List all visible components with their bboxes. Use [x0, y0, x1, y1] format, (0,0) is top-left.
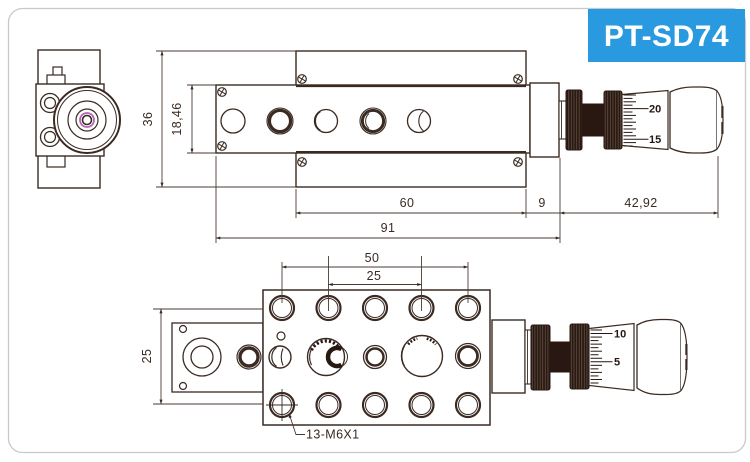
micrometer-top: 20 15 [558, 86, 724, 154]
dim-micrometer-length: 42,92 [624, 196, 657, 210]
dim-row-spacing: 25 [140, 349, 154, 364]
knurled-lock-ring [530, 324, 551, 391]
screw-head [217, 87, 227, 97]
dim-hole-span: 50 [365, 251, 380, 265]
dim-total-length: 91 [381, 221, 396, 235]
spindle-shaft [581, 103, 605, 137]
thread-leader-line [288, 413, 305, 435]
dim-plate-height: 18,46 [170, 102, 184, 135]
plate-holes [220, 107, 432, 135]
micrometer-knob [669, 86, 718, 154]
crescent-ring-hole [362, 344, 388, 370]
badge-label: PT-SD74 [604, 20, 729, 53]
middle-row-features [268, 331, 482, 378]
spindle-shaft [549, 341, 571, 373]
graduated-barrel [588, 322, 635, 392]
dim-hole-pitch: 25 [367, 269, 382, 283]
knurled-thimble-ring [569, 323, 590, 390]
scale-number: 10 [614, 329, 626, 341]
bottom-view: 10 5 50 25 25 13-M6X1 [140, 251, 688, 442]
screw-head [513, 157, 523, 167]
page-border [7, 7, 747, 454]
scale-number: 15 [649, 134, 661, 146]
knurled-thimble-ring [603, 90, 623, 150]
screw-head [297, 157, 307, 167]
top-view-dimensions: 36 18,46 60 9 42,92 91 [141, 50, 719, 243]
dim-base-width: 60 [400, 196, 415, 210]
dim-base-height: 36 [141, 112, 155, 127]
top-view: 20 15 36 18,46 60 9 42,92 [141, 50, 724, 243]
scale-number: 5 [614, 357, 620, 369]
magenta-ring [79, 112, 95, 128]
end-view [35, 49, 121, 189]
dim-gap: 9 [538, 196, 545, 210]
micrometer-scale-ticks [590, 329, 613, 384]
ring-hole [454, 342, 482, 370]
hole-row-bottom [266, 389, 482, 421]
graduated-barrel [621, 89, 669, 151]
screw-head [217, 141, 227, 151]
badge-background [588, 9, 745, 62]
scale-number: 20 [649, 104, 661, 116]
screw-head [297, 74, 307, 84]
ball-detent [268, 345, 292, 369]
large-through-hole [400, 334, 444, 378]
knob-end-view [53, 86, 121, 154]
micrometer-knob [636, 318, 682, 396]
thread-label: 13-M6X1 [306, 428, 360, 442]
knurled-lock-ring [565, 89, 583, 151]
bottom-view-dimensions: 50 25 25 13-M6X1 [140, 251, 469, 442]
knurled-screw-hole [306, 337, 348, 377]
pt-sd74-badge: PT-SD74 [588, 9, 745, 62]
micrometer-bottom: 10 5 [491, 318, 688, 396]
screw-head [513, 74, 523, 84]
micrometer-scale-ticks [623, 94, 649, 147]
